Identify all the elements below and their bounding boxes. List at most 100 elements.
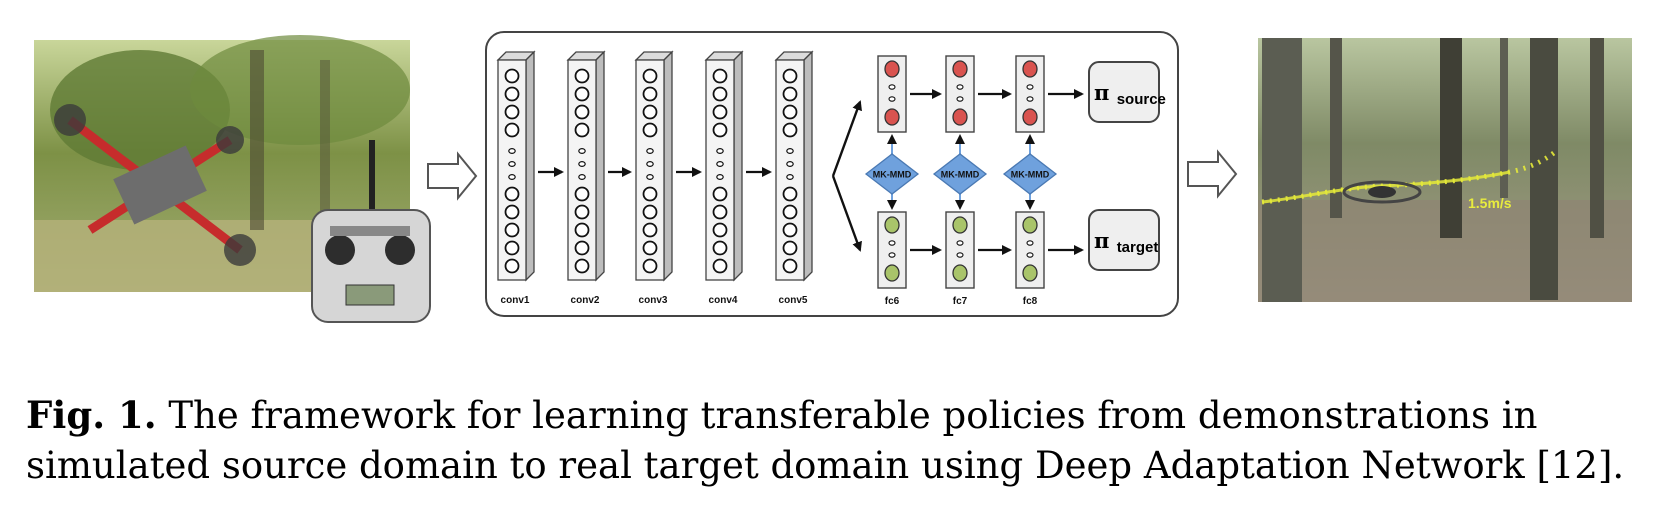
ellipsis-node (956, 240, 964, 246)
neuron-node (952, 108, 968, 126)
neuron-node (782, 204, 798, 220)
neuron-node (712, 68, 728, 84)
neuron-node (574, 68, 590, 84)
ellipsis-node (888, 96, 896, 102)
simulated-source-image (34, 35, 431, 323)
conv-label-conv2: conv2 (571, 295, 600, 306)
neuron-node (504, 104, 520, 120)
ellipsis-node (646, 148, 654, 155)
mk-mmd-fc7: MK-MMD (932, 134, 988, 210)
ellipsis-node (1026, 84, 1034, 90)
conv-layer-conv1: conv1 (496, 50, 536, 306)
neuron-node (574, 204, 590, 220)
figure-caption: Fig. 1. The framework for learning trans… (26, 390, 1636, 491)
ellipsis-node (888, 240, 896, 246)
policy-source-box: π source (1088, 61, 1166, 123)
policy-target-subscript: target (1117, 239, 1159, 256)
neuron-node (782, 186, 798, 202)
neuron-node (782, 86, 798, 102)
ellipsis-node (1026, 240, 1034, 246)
neuron-node (712, 222, 728, 238)
ellipsis-node (578, 148, 586, 155)
neuron-node (574, 222, 590, 238)
ellipsis-node (1026, 252, 1034, 258)
neuron-node (642, 68, 658, 84)
ellipsis-node (508, 161, 516, 168)
mk-mmd-label: MK-MMD (873, 170, 912, 180)
neuron-node (712, 186, 728, 202)
fc-target-fc6 (877, 211, 942, 289)
conv-layer-conv3: conv3 (634, 50, 674, 306)
ellipsis-node (646, 161, 654, 168)
fc-source-fc7 (945, 55, 1012, 133)
neuron-node (782, 222, 798, 238)
fc-label-fc7: fc7 (953, 296, 968, 307)
neuron-node (574, 122, 590, 138)
conv-layer-conv5: conv5 (774, 50, 814, 306)
ellipsis-node (716, 174, 724, 181)
ellipsis-node (716, 161, 724, 168)
neuron-node (782, 104, 798, 120)
mk-mmd-blocks: MK-MMD MK-MMD MK-MMD (864, 134, 1058, 210)
conv-label-conv5: conv5 (779, 295, 808, 306)
neuron-node (574, 240, 590, 256)
neuron-node (884, 60, 900, 78)
fc-source-layers (877, 55, 1084, 133)
mk-mmd-label: MK-MMD (941, 170, 980, 180)
ellipsis-node (956, 96, 964, 102)
fc-label-fc8: fc8 (1023, 296, 1038, 307)
fc-target-fc7 (945, 211, 1012, 289)
policy-target-symbol: π (1094, 228, 1109, 253)
ellipsis-node (786, 174, 794, 181)
neuron-node (504, 240, 520, 256)
neuron-node (712, 258, 728, 274)
neuron-node (504, 122, 520, 138)
fc-source-fc6 (877, 55, 942, 133)
neuron-node (782, 258, 798, 274)
hollow-arrow-right (1187, 149, 1238, 199)
svg-text:π source: π source (1094, 80, 1166, 108)
ellipsis-node (888, 252, 896, 258)
policy-target-box: π target (1088, 209, 1160, 271)
ellipsis-node (888, 84, 896, 90)
neuron-node (504, 86, 520, 102)
neuron-node (1022, 216, 1038, 234)
neuron-node (574, 258, 590, 274)
simulated-drone (54, 104, 256, 266)
neuron-node (782, 240, 798, 256)
neuron-node (884, 216, 900, 234)
neuron-node (504, 222, 520, 238)
neuron-node (504, 204, 520, 220)
hollow-arrow-left (427, 151, 478, 201)
mk-mmd-label: MK-MMD (1011, 170, 1050, 180)
branch-arrow-source (831, 100, 862, 177)
conv-label-conv4: conv4 (709, 295, 738, 306)
neuron-node (1022, 108, 1038, 126)
ellipsis-node (578, 174, 586, 181)
ellipsis-node (1026, 96, 1034, 102)
neuron-node (574, 186, 590, 202)
conv-label-conv1: conv1 (501, 295, 530, 306)
neuron-node (642, 240, 658, 256)
neuron-node (1022, 60, 1038, 78)
remote-controller (311, 140, 431, 323)
neuron-node (712, 86, 728, 102)
neuron-node (642, 104, 658, 120)
real-target-image: 1.5m/s (1258, 38, 1632, 302)
mk-mmd-fc8: MK-MMD (1002, 134, 1058, 210)
neuron-node (642, 186, 658, 202)
neuron-node (574, 104, 590, 120)
conv-layer-conv2: conv2 (566, 50, 606, 306)
ellipsis-node (578, 161, 586, 168)
fc-target-layers (877, 211, 1084, 289)
ellipsis-node (786, 148, 794, 155)
neuron-node (712, 122, 728, 138)
neuron-node (504, 186, 520, 202)
neuron-node (642, 222, 658, 238)
conv-label-conv3: conv3 (639, 295, 668, 306)
caption-label: Fig. 1. (26, 393, 157, 437)
neuron-node (642, 86, 658, 102)
ellipsis-node (716, 148, 724, 155)
